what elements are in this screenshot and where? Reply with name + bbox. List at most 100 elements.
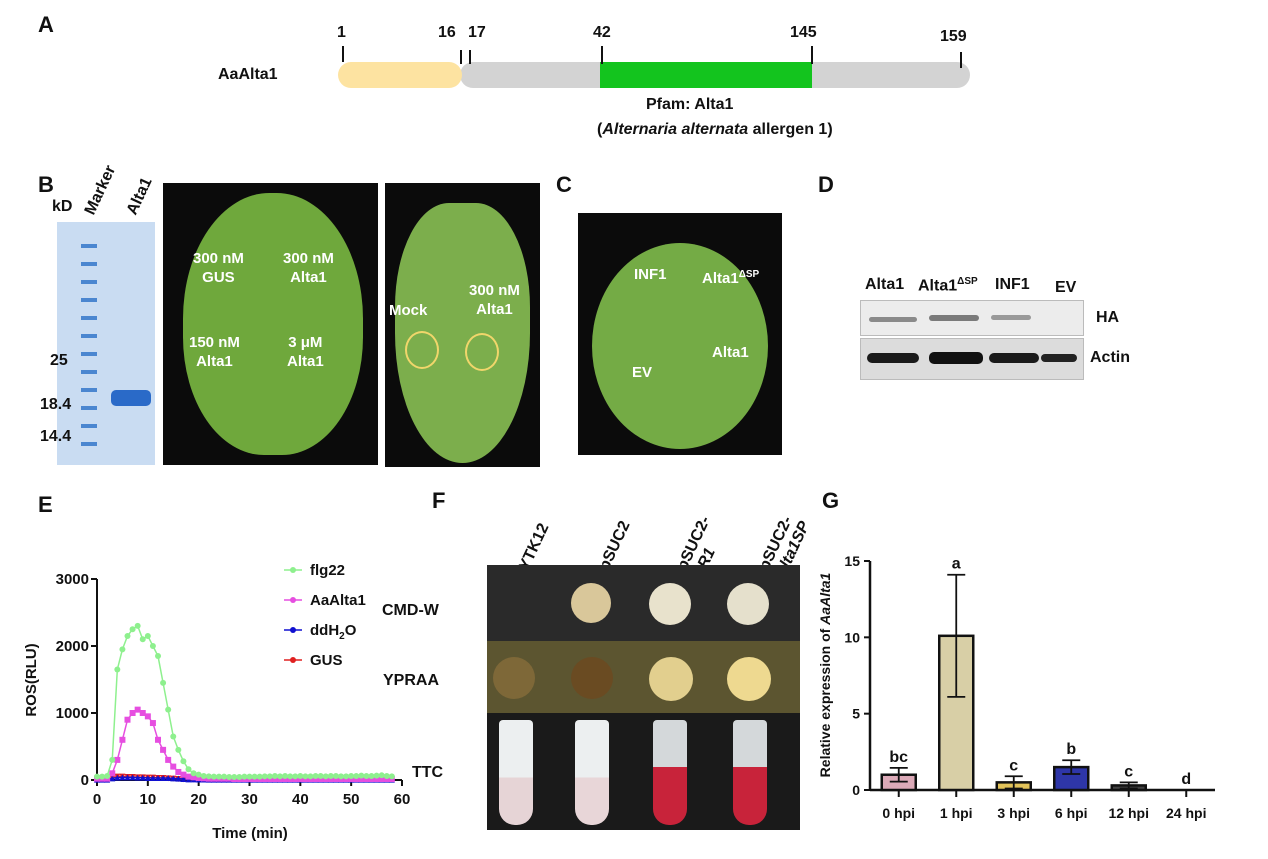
panel-label-f: F bbox=[432, 488, 446, 513]
data-point bbox=[195, 774, 202, 781]
data-point bbox=[256, 773, 263, 780]
data-point bbox=[124, 716, 131, 723]
marker-lane bbox=[81, 230, 97, 458]
data-point bbox=[307, 773, 314, 780]
x-tick-label: 30 bbox=[241, 791, 258, 808]
domain-description: (Alternaria alternata allergen 1) bbox=[597, 121, 833, 138]
y-tick-label: 10 bbox=[844, 629, 860, 645]
lane-label: Alta1 bbox=[865, 276, 905, 293]
alta1-band bbox=[111, 390, 151, 406]
ttc-tube bbox=[575, 720, 609, 825]
data-point bbox=[348, 775, 355, 782]
mock-circle bbox=[405, 331, 439, 369]
lane-label-marker: Marker bbox=[81, 162, 120, 218]
y-axis-title: ROS(RLU) bbox=[23, 643, 40, 716]
lane-label-alta1: Alta1 bbox=[123, 174, 156, 218]
ttc-tube bbox=[499, 720, 533, 825]
data-point bbox=[114, 774, 121, 781]
data-point bbox=[139, 636, 146, 643]
data-point bbox=[353, 775, 360, 782]
significance-letter: b bbox=[1066, 741, 1076, 758]
y-axis-title-gene: AaAlta1 bbox=[817, 572, 833, 625]
data-point bbox=[139, 774, 146, 781]
alta1-domain-region bbox=[600, 62, 812, 88]
x-axis-title: Time (min) bbox=[212, 825, 288, 842]
data-point bbox=[287, 773, 294, 780]
data-point bbox=[317, 772, 324, 779]
y-tick-label: 0 bbox=[852, 782, 860, 798]
data-point bbox=[317, 775, 324, 782]
data-point bbox=[221, 773, 228, 780]
data-point bbox=[185, 766, 192, 773]
legend-marker bbox=[290, 567, 296, 573]
data-point bbox=[241, 773, 248, 780]
yeast-colony bbox=[727, 583, 769, 625]
data-point bbox=[368, 775, 375, 782]
data-point bbox=[129, 710, 136, 716]
data-point bbox=[144, 713, 151, 720]
data-point bbox=[368, 772, 375, 779]
yeast-colony bbox=[727, 657, 771, 701]
data-point bbox=[119, 646, 126, 653]
legend-marker bbox=[290, 597, 296, 603]
data-point bbox=[99, 773, 106, 780]
position-label: 145 bbox=[790, 24, 817, 41]
data-point bbox=[327, 772, 334, 779]
position-label: 159 bbox=[940, 28, 967, 45]
data-point bbox=[200, 772, 207, 779]
position-label: 42 bbox=[593, 24, 611, 41]
data-point bbox=[170, 775, 177, 782]
data-point bbox=[343, 773, 350, 780]
data-point bbox=[297, 772, 304, 779]
x-tick-label: 0 hpi bbox=[882, 805, 915, 821]
data-point bbox=[180, 758, 187, 765]
signal-peptide-region bbox=[338, 62, 462, 88]
yeast-colony bbox=[649, 657, 693, 701]
y-tick-label: 5 bbox=[852, 706, 860, 722]
data-point bbox=[205, 773, 212, 780]
size-label: 14.4 bbox=[40, 428, 72, 445]
ttc-tube bbox=[653, 720, 687, 825]
data-point bbox=[175, 746, 182, 753]
alta1-circle bbox=[465, 333, 499, 371]
yeast-colony bbox=[493, 657, 535, 699]
data-point bbox=[114, 666, 121, 673]
size-label: 25 bbox=[50, 352, 68, 369]
data-point bbox=[109, 756, 116, 763]
x-tick-label: 20 bbox=[190, 791, 207, 808]
data-point bbox=[155, 653, 161, 660]
data-point bbox=[94, 773, 100, 780]
y-tick-label: 2000 bbox=[56, 638, 89, 655]
x-tick-label: 0 bbox=[93, 791, 101, 808]
data-point bbox=[190, 774, 197, 781]
data-point bbox=[149, 643, 156, 649]
panel-label-b: B bbox=[38, 172, 54, 197]
data-point bbox=[119, 774, 126, 781]
data-point bbox=[292, 773, 299, 780]
data-point bbox=[358, 772, 365, 779]
data-point bbox=[180, 775, 187, 782]
data-point bbox=[327, 775, 334, 782]
y-tick-label: 15 bbox=[844, 553, 860, 569]
panel-label-e: E bbox=[38, 492, 53, 517]
data-point bbox=[139, 710, 146, 716]
ttc-tube bbox=[733, 720, 767, 825]
data-point bbox=[165, 774, 172, 781]
x-tick-label: 12 hpi bbox=[1109, 805, 1149, 821]
lane-label: INF1 bbox=[995, 276, 1030, 293]
data-point bbox=[104, 772, 111, 779]
size-label: 18.4 bbox=[40, 396, 72, 413]
data-point bbox=[388, 773, 395, 780]
actin-blot bbox=[860, 338, 1084, 380]
data-point bbox=[271, 772, 278, 779]
y-axis-title-text: Relative expression of bbox=[817, 625, 833, 778]
data-point bbox=[165, 756, 172, 763]
data-point bbox=[170, 733, 177, 740]
data-point bbox=[378, 772, 385, 779]
x-tick-label: 10 bbox=[139, 791, 156, 808]
